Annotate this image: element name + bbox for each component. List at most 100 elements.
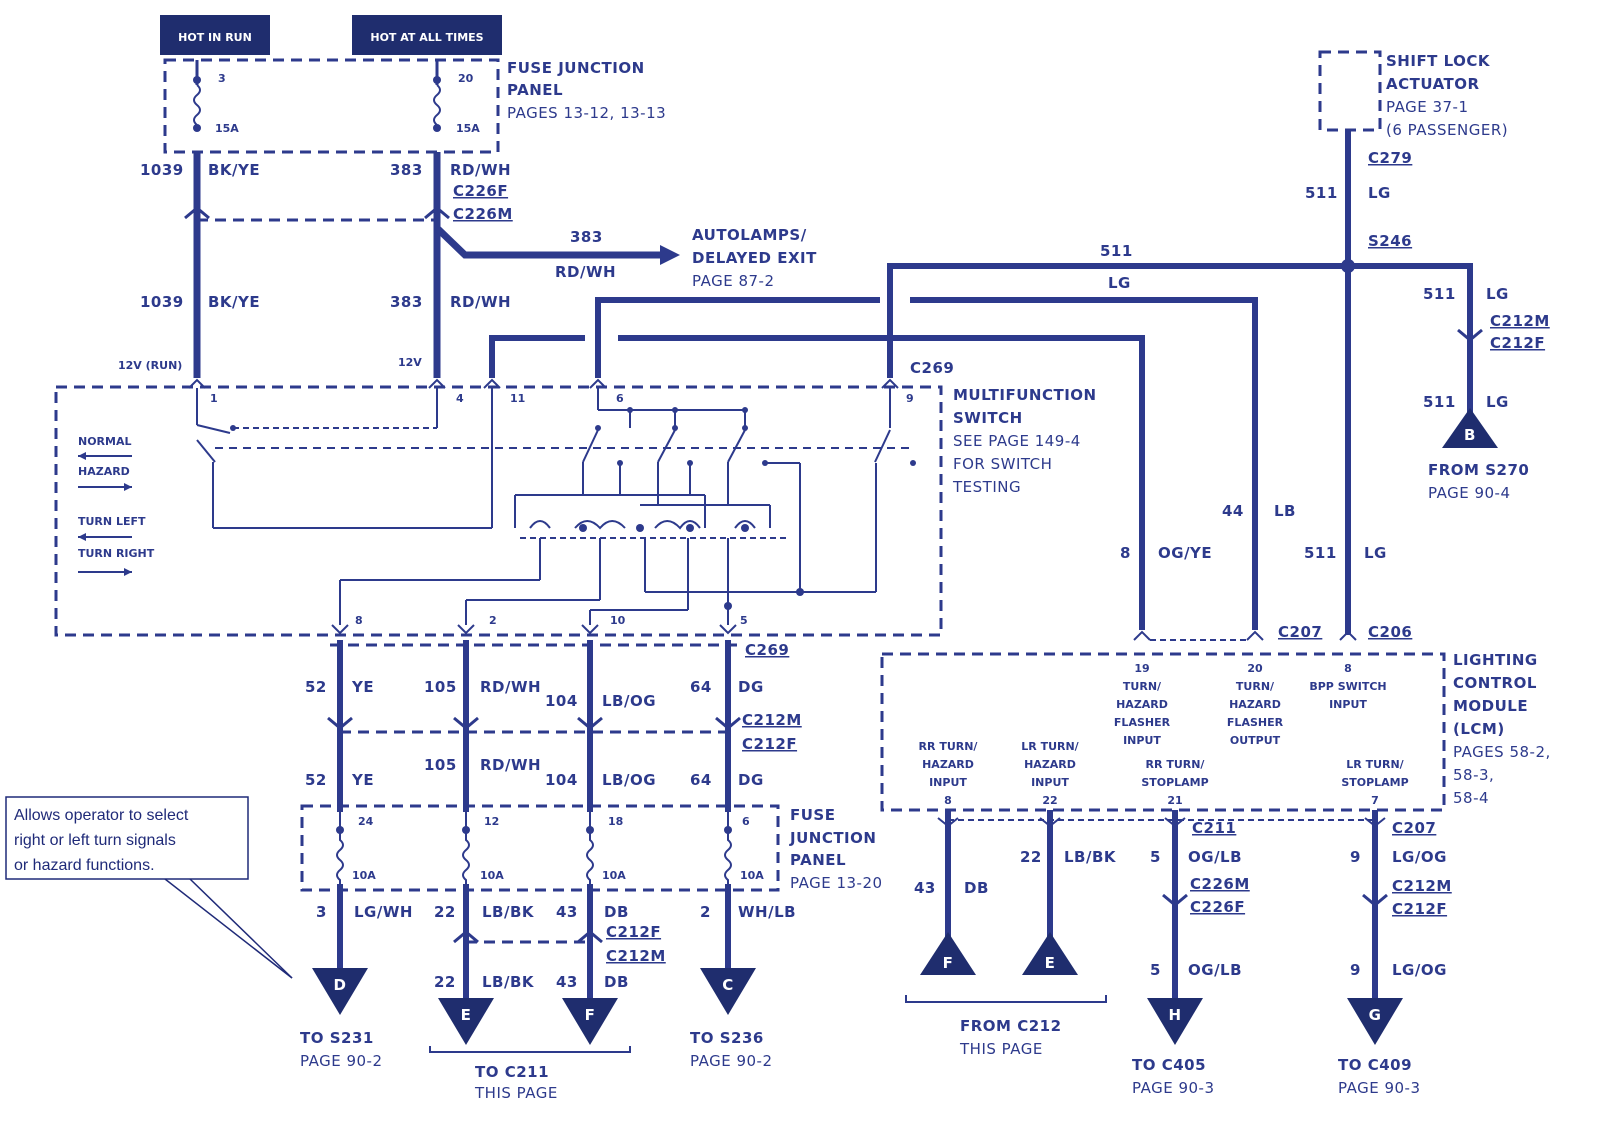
note-line-1: Allows operator to select <box>14 807 189 824</box>
lcm-title-3: MODULE <box>1453 697 1528 715</box>
12v-label: 12V <box>398 356 422 369</box>
terminal-b-triangle <box>1442 408 1498 448</box>
terminal-g-letter: G <box>1369 1006 1382 1024</box>
wire-383-color: RD/WH <box>450 161 511 179</box>
wire-9-label: 9 <box>1350 848 1361 866</box>
mfs-title: MULTIFUNCTION <box>953 386 1097 404</box>
mfs-pin-11: 11 <box>510 392 525 405</box>
wire-44-color: LB <box>1274 502 1296 520</box>
wire-9-label-2: 9 <box>1350 961 1361 979</box>
fuse-panel-title-2: PANEL <box>507 81 563 99</box>
lcm-pages-1: PAGES 58-2, <box>1453 743 1551 761</box>
wire-383-label-2: 383 <box>390 293 423 311</box>
wire-104-color: LB/OG <box>602 692 656 710</box>
terminal-f-right-triangle <box>920 932 976 975</box>
wire-105-label-2: 105 <box>424 756 457 774</box>
terminal-c-letter: C <box>722 976 734 994</box>
wire-52-color: YE <box>351 678 374 696</box>
terminal-f-letter: F <box>585 1006 596 1024</box>
hot-at-all-times-box: HOT AT ALL TIMES <box>352 15 502 55</box>
lcm-lr-turn-3: INPUT <box>1031 776 1069 789</box>
connector-c212m-left: C212M <box>742 711 802 729</box>
terminal-h-letter: H <box>1168 1006 1181 1024</box>
mfs-pin-9: 9 <box>906 392 914 405</box>
wire-52-label: 52 <box>305 678 327 696</box>
wire-22-label: 22 <box>434 903 456 921</box>
hazard-legend: HAZARD <box>78 465 130 478</box>
lcm-rr-pin: 8 <box>944 794 952 807</box>
lcm-rr-turn-2: HAZARD <box>922 758 974 771</box>
b-connector-c212f: C212F <box>1490 334 1545 352</box>
wire-383-color-2: RD/WH <box>450 293 511 311</box>
to-c211-page: THIS PAGE <box>474 1084 558 1102</box>
lcm-lr-stop-2: STOPLAMP <box>1341 776 1408 789</box>
lcm-pages-3: 58-4 <box>1453 789 1489 807</box>
multifunction-switch: MULTIFUNCTION SWITCH SEE PAGE 149-4 FOR … <box>54 378 1097 637</box>
fuse-20-rating: 15A <box>456 122 480 135</box>
lcm-pin-20-desc-3: FLASHER <box>1227 716 1284 729</box>
wire-104-label-2: 104 <box>545 771 578 789</box>
fuse-12-rating: 10A <box>480 869 504 882</box>
b-wire-511-label: 511 <box>1423 285 1456 303</box>
wire-22-color-2: LB/BK <box>482 973 535 991</box>
lcm-lr-turn-1: LR TURN/ <box>1021 740 1079 753</box>
fuse-24-number: 24 <box>358 815 374 828</box>
lcm-pin-20: 20 <box>1247 662 1263 675</box>
wire-8-color: OG/YE <box>1158 544 1212 562</box>
to-s236-page: PAGE 90-2 <box>690 1052 773 1070</box>
b-wire-511-color-2: LG <box>1486 393 1509 411</box>
fuse-18-number: 18 <box>608 815 623 828</box>
normal-legend: NORMAL <box>78 435 132 448</box>
fuse-panel-bottom-title-3: PANEL <box>790 851 846 869</box>
wire-22-color: LB/BK <box>482 903 535 921</box>
mfs-pin-6: 6 <box>616 392 624 405</box>
wire-2-label: 2 <box>700 903 711 921</box>
connector-c212f-left: C212F <box>742 735 797 753</box>
wire-1039-color-2: BK/YE <box>208 293 260 311</box>
terminal-f-triangle <box>562 998 618 1045</box>
fuse-panel-bottom-title-2: JUNCTION <box>789 829 876 847</box>
connector-c207-bottom: C207 <box>1392 819 1436 837</box>
note-line-2: right or left turn signals <box>14 832 176 849</box>
wire-64-color: DG <box>738 678 764 696</box>
wire-511-label: 511 <box>1305 184 1338 202</box>
terminal-c-triangle <box>700 968 756 1015</box>
wire-104-color-2: LB/OG <box>602 771 656 789</box>
fuse-20-number: 20 <box>458 72 474 85</box>
wire-3-color: LG/WH <box>354 903 413 921</box>
fuse-24-rating: 10A <box>352 869 376 882</box>
mfs-pin-1: 1 <box>210 392 218 405</box>
mfs-top-wires: C269 <box>489 297 1258 630</box>
wire-1039-label: 1039 <box>140 161 184 179</box>
wire-9-color-2: LG/OG <box>1392 961 1447 979</box>
wire-64-label: 64 <box>690 678 712 696</box>
terminal-e-right-letter: E <box>1045 954 1056 972</box>
wire-105-color: RD/WH <box>480 678 541 696</box>
wire-511-color: LG <box>1368 184 1391 202</box>
autolamps-title-2: DELAYED EXIT <box>692 249 817 267</box>
fuse-3-rating: 15A <box>215 122 239 135</box>
lcm-lr-stop-pin: 7 <box>1371 794 1379 807</box>
lcm-lr-stop-1: LR TURN/ <box>1346 758 1404 771</box>
lcm-pin-19-desc-1: TURN/ <box>1123 680 1162 693</box>
wire-383-branch-color: RD/WH <box>555 263 616 281</box>
lcm-title-2: CONTROL <box>1453 674 1537 692</box>
connector-c226m-right: C226M <box>1190 875 1250 893</box>
note-line-3: or hazard functions. <box>14 857 155 874</box>
connector-c279: C279 <box>1368 149 1412 167</box>
from-c212-label: FROM C212 <box>960 1017 1062 1035</box>
connector-c212m-right: C212M <box>1392 877 1452 895</box>
lcm-rr-turn-1: RR TURN/ <box>919 740 979 753</box>
wire-511-lcm-color: LG <box>1364 544 1387 562</box>
connector-c212f-right: C212F <box>1392 900 1447 918</box>
lcm-pin-20-desc-1: TURN/ <box>1236 680 1275 693</box>
connector-c212m-bottom: C212M <box>606 947 666 965</box>
lcm-pages-2: 58-3, <box>1453 766 1494 784</box>
callout-note: Allows operator to select right or left … <box>5 796 293 979</box>
wire-43-right-label: 43 <box>914 879 936 897</box>
b-page-label: PAGE 90-4 <box>1428 484 1511 502</box>
wire-511-lcm-label: 511 <box>1304 544 1337 562</box>
wire-3-label: 3 <box>316 903 327 921</box>
bus-511-label: 511 <box>1100 242 1133 260</box>
lcm-title-4: (LCM) <box>1453 720 1505 738</box>
